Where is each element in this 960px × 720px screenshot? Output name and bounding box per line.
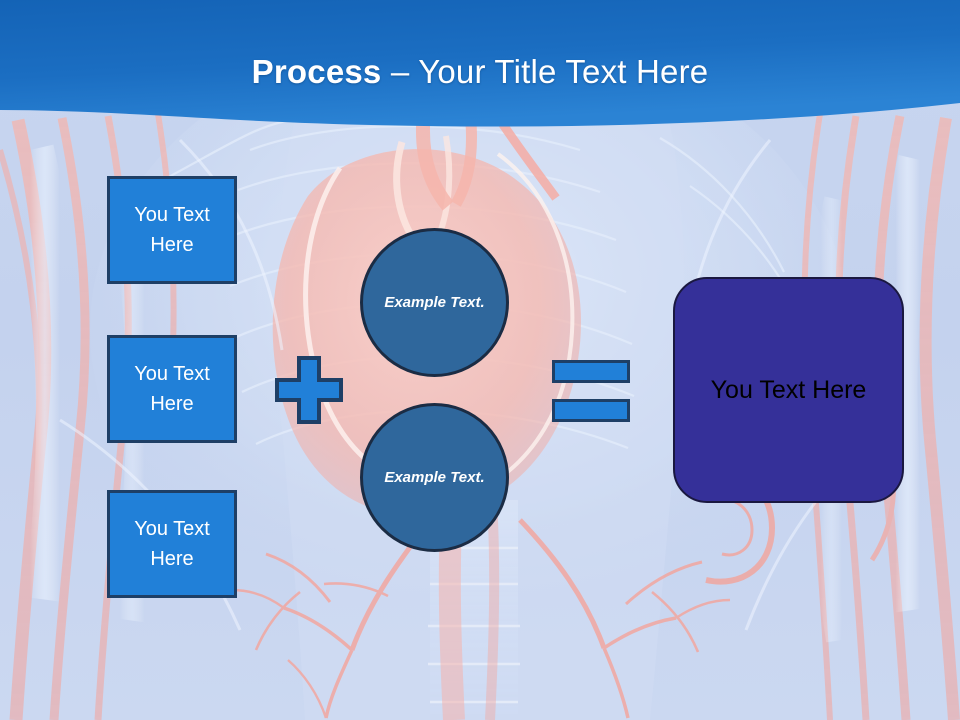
- plus-icon: [275, 356, 343, 424]
- input-box-2-label: You Text Here: [134, 363, 210, 415]
- result-box[interactable]: You Text Here: [673, 277, 904, 503]
- input-box-3[interactable]: You Text Here: [107, 490, 237, 598]
- page-title-separator: –: [381, 53, 419, 90]
- example-circle-bottom[interactable]: Example Text.: [360, 403, 509, 552]
- input-box-3-label: You Text Here: [134, 518, 210, 570]
- equals-bar-top: [552, 360, 630, 383]
- input-box-1-label: You Text Here: [134, 204, 210, 256]
- input-box-2[interactable]: You Text Here: [107, 335, 237, 443]
- page-title-rest: Your Title Text Here: [418, 53, 709, 90]
- header-band: [0, 0, 960, 127]
- page-title-bold: Process: [251, 53, 382, 90]
- example-circle-top[interactable]: Example Text.: [360, 228, 509, 377]
- equals-bar-bottom: [552, 399, 630, 422]
- result-box-label: You Text Here: [710, 376, 867, 404]
- equals-icon: [552, 360, 630, 422]
- example-circle-bottom-label: Example Text.: [384, 468, 485, 486]
- example-circle-top-label: Example Text.: [384, 293, 485, 311]
- page-title: Process – Your Title Text Here: [0, 52, 960, 92]
- input-box-1[interactable]: You Text Here: [107, 176, 237, 284]
